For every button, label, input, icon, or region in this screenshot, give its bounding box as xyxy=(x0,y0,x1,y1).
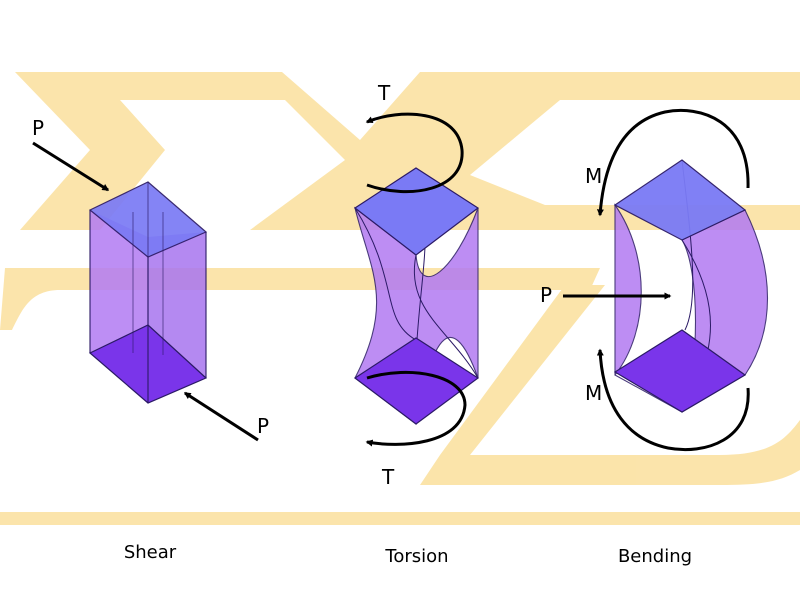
bending-moment-arrow-top xyxy=(596,108,750,217)
shear-force-arrow-bottom xyxy=(183,391,259,442)
torsion-moment-label-top: T xyxy=(377,81,391,105)
torsion-bottom-face xyxy=(353,337,480,425)
shear-force-label-top: P xyxy=(32,116,44,140)
bending-moment-arrow-bottom xyxy=(596,348,750,452)
torsion-diagram: T T Torsion xyxy=(353,81,480,567)
shear-caption: Shear xyxy=(124,542,177,563)
shear-force-arrow-top xyxy=(32,141,110,192)
torsion-moment-label-bottom: T xyxy=(381,465,395,489)
bending-moment-label-top: M xyxy=(585,164,602,188)
shear-edges xyxy=(89,182,207,403)
bending-force-label: P xyxy=(540,283,552,307)
bending-bottom-face xyxy=(613,329,747,413)
bending-moment-label-bottom: M xyxy=(585,381,602,405)
bending-caption: Bending xyxy=(618,546,692,567)
shear-diagram: P P Shear xyxy=(32,116,269,563)
bending-curved-body xyxy=(614,203,769,413)
bending-top-face xyxy=(613,159,747,241)
shear-force-label-bottom: P xyxy=(257,414,269,438)
torsion-caption: Torsion xyxy=(384,546,448,567)
torsion-moment-arrow-bottom xyxy=(365,371,467,447)
bending-diagram: M P M Bending xyxy=(540,108,769,567)
torsion-moment-arrow-top xyxy=(365,112,464,193)
